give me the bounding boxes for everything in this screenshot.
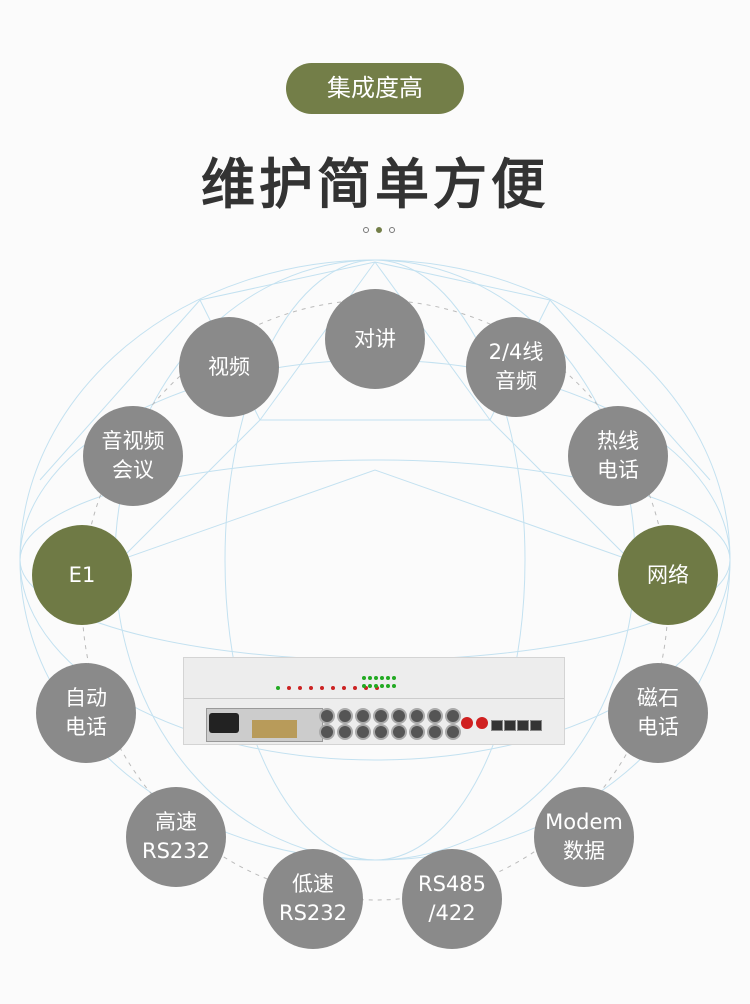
led (386, 676, 390, 680)
service-node: 视频 (179, 317, 279, 417)
device-image (183, 657, 565, 745)
service-node: E1 (32, 525, 132, 625)
led (362, 684, 366, 688)
led (368, 676, 372, 680)
led (276, 686, 280, 690)
feature-badge: 集成度高 (286, 63, 464, 114)
bnc-port (391, 724, 407, 740)
led (368, 684, 372, 688)
led (380, 676, 384, 680)
fiber-port (461, 717, 473, 729)
led (362, 676, 366, 680)
pager-dot-active (376, 227, 382, 233)
bnc-port (427, 724, 443, 740)
fiber-port (476, 717, 488, 729)
service-node: 音视频 会议 (83, 406, 183, 506)
ethernet-port (517, 720, 529, 731)
led (309, 686, 313, 690)
service-node: 网络 (618, 525, 718, 625)
bnc-port (355, 708, 371, 724)
bnc-port (337, 724, 353, 740)
led (331, 686, 335, 690)
bnc-port (373, 724, 389, 740)
service-node: 对讲 (325, 289, 425, 389)
service-node: 热线 电话 (568, 406, 668, 506)
led (374, 684, 378, 688)
service-node: 磁石 电话 (608, 663, 708, 763)
led (380, 684, 384, 688)
service-node: Modem 数据 (534, 787, 634, 887)
bnc-port (337, 708, 353, 724)
bnc-port (373, 708, 389, 724)
led (374, 676, 378, 680)
bnc-port (319, 708, 335, 724)
service-node: RS485 /422 (402, 849, 502, 949)
led (392, 684, 396, 688)
pager-dots (363, 227, 395, 233)
led (375, 686, 379, 690)
ethernet-port (530, 720, 542, 731)
pager-dot (363, 227, 369, 233)
bnc-port (427, 708, 443, 724)
bnc-port (445, 708, 461, 724)
led (353, 686, 357, 690)
led (298, 686, 302, 690)
bnc-port (391, 708, 407, 724)
bnc-port (409, 708, 425, 724)
page-title: 维护简单方便 (201, 153, 549, 216)
ethernet-port (491, 720, 503, 731)
service-node: 低速 RS232 (263, 849, 363, 949)
led (392, 676, 396, 680)
led (342, 686, 346, 690)
ethernet-port (504, 720, 516, 731)
bnc-port (409, 724, 425, 740)
led (320, 686, 324, 690)
service-node: 高速 RS232 (126, 787, 226, 887)
bnc-port (319, 724, 335, 740)
led (287, 686, 291, 690)
pager-dot (389, 227, 395, 233)
led (386, 684, 390, 688)
service-node: 2/4线 音频 (466, 317, 566, 417)
led (364, 686, 368, 690)
service-node: 自动 电话 (36, 663, 136, 763)
bnc-port (445, 724, 461, 740)
bnc-port (355, 724, 371, 740)
